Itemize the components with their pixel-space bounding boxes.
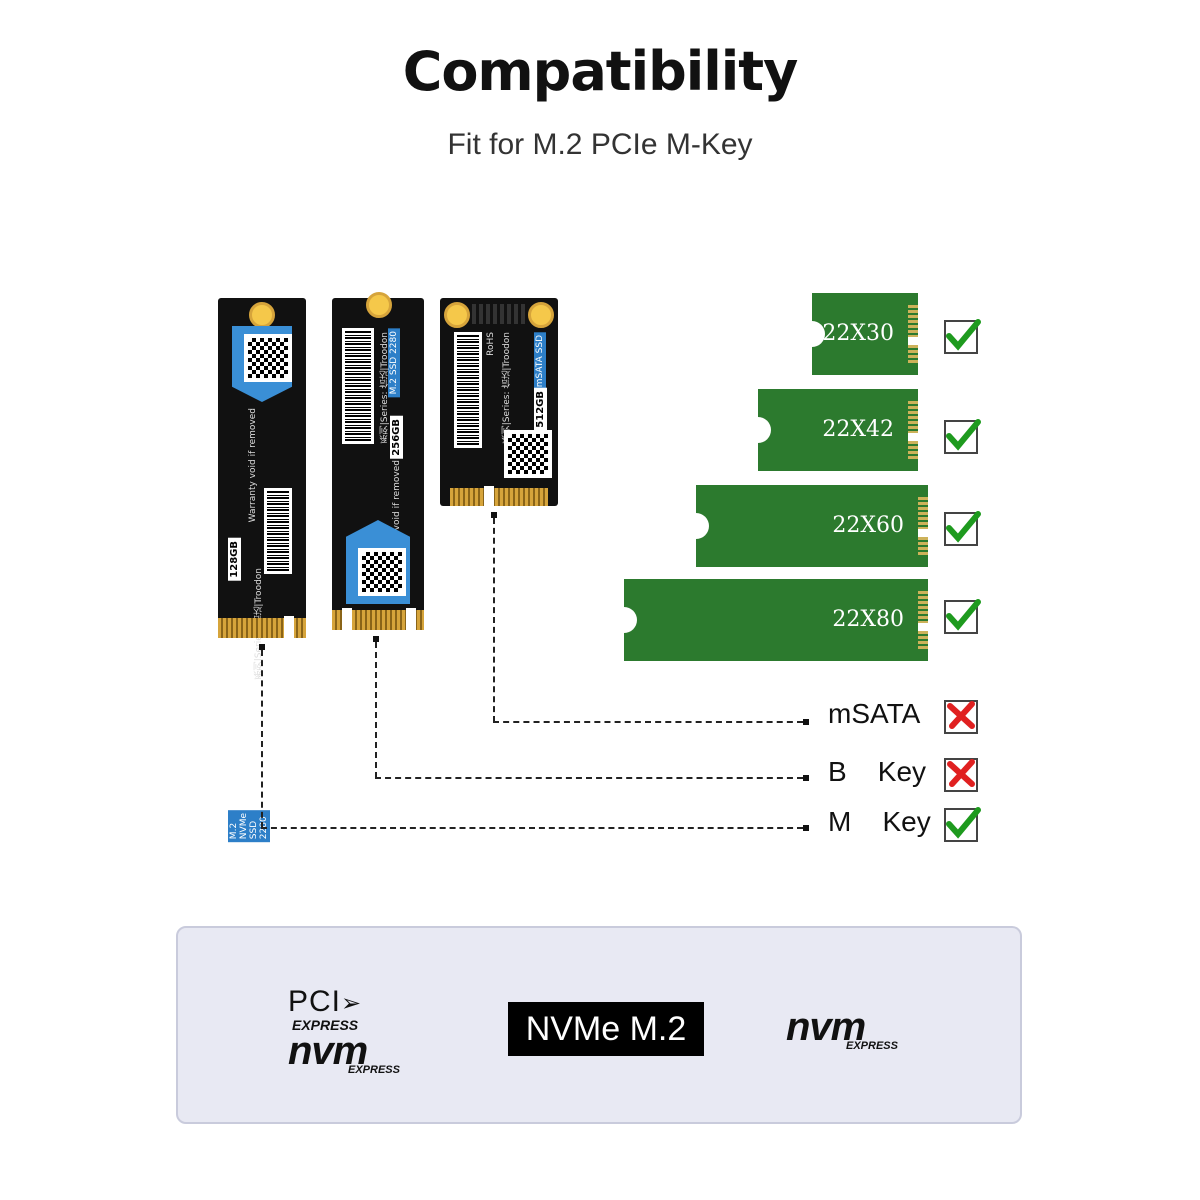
connector-line	[375, 777, 803, 779]
connector-dot	[803, 719, 809, 725]
logo-pci-text: PCI➢	[288, 985, 438, 1018]
connector-line	[493, 518, 495, 722]
connector-dot	[803, 825, 809, 831]
mounting-hole	[249, 302, 275, 328]
interface-label-msata: mSATA	[828, 698, 921, 729]
capacity-label: 256GB	[390, 416, 403, 459]
nvm-text: nvm	[786, 1005, 866, 1049]
board-22x80: 22X80	[611, 579, 928, 661]
ssd-m2-nvme-2280: Warranty void if removed 128GB M.2 NVMe …	[218, 298, 306, 843]
board-22x60: 22X60	[683, 485, 928, 567]
gold-fingers	[450, 488, 548, 506]
check-icon	[944, 599, 981, 634]
m-key-notch	[406, 608, 416, 630]
gold-fingers	[908, 401, 918, 459]
gold-fingers	[918, 497, 928, 555]
barcode	[454, 332, 482, 448]
ssd-msata: mSATA SSD 512GB 系列|Series: 信达|Troodon Ro…	[440, 298, 558, 506]
screw-notch	[683, 513, 709, 539]
pci-text: PCI	[288, 985, 342, 1018]
connector-line	[493, 721, 803, 723]
m-key-notch	[284, 616, 294, 638]
qr-code	[504, 430, 552, 478]
connector-dot	[259, 644, 265, 650]
pci-express-nvm-logo: PCI➢ EXPRESS nvm EXPRESS	[288, 985, 438, 1077]
capacity-label: 512GB	[534, 388, 547, 431]
key-gap	[918, 623, 928, 631]
series-text: 系列|Series: 信达|Troodon	[502, 332, 512, 444]
b-key-notch	[342, 608, 352, 630]
nvm-express-logo: nvm EXPRESS	[786, 1005, 936, 1052]
pcb-components	[472, 304, 526, 324]
barcode	[342, 328, 374, 444]
express-text: EXPRESS	[292, 1017, 359, 1033]
connector-dot	[373, 636, 379, 642]
cross-icon	[944, 758, 978, 792]
interface-label-m-key: M Key	[828, 806, 931, 837]
cross-icon	[944, 700, 978, 734]
size-label: 22X30	[822, 321, 894, 346]
chevron-right-icon: ➢	[341, 990, 361, 1017]
connector-line	[261, 650, 263, 828]
qr-code	[358, 548, 406, 596]
check-icon	[944, 807, 981, 842]
qr-code	[244, 334, 292, 382]
capacity-label: 128GB	[228, 538, 241, 581]
connector-line	[375, 642, 377, 778]
gold-fingers	[918, 591, 928, 649]
check-icon	[944, 511, 981, 546]
connector-dot	[491, 512, 497, 518]
page-title: Compatibility	[402, 40, 799, 103]
nvm-text: nvm	[288, 1029, 368, 1073]
ssd-m2-sata-2280: M.2 SSD 2280 256GB 系列|Series: 信达|Troodon…	[332, 292, 424, 630]
screw-notch	[799, 321, 825, 347]
express-small-text: EXPRESS	[846, 1040, 898, 1052]
screw-notch	[611, 607, 637, 633]
mounting-hole	[528, 302, 554, 328]
msata-notch	[484, 486, 494, 506]
mounting-hole	[366, 292, 392, 318]
express-small-text: EXPRESS	[348, 1064, 400, 1076]
board-22x42: 22X42	[745, 389, 918, 471]
key-gap	[908, 433, 918, 441]
check-icon	[944, 319, 981, 354]
check-icon	[944, 419, 981, 454]
nvme-m2-logo: NVMe M.2	[508, 1002, 704, 1056]
connector-dot	[803, 775, 809, 781]
warranty-text: Warranty void if removed	[248, 408, 258, 523]
key-gap	[918, 529, 928, 537]
barcode	[264, 488, 292, 574]
size-label: 22X80	[832, 607, 904, 632]
interface-label-b-key: B Key	[828, 756, 927, 787]
size-label: 22X60	[832, 513, 904, 538]
logo-panel: PCI➢ EXPRESS nvm EXPRESS NVMe M.2 nvm EX…	[176, 926, 1022, 1124]
rohs-text: RoHS	[486, 332, 496, 356]
screw-notch	[745, 417, 771, 443]
gold-fingers	[332, 610, 424, 630]
mounting-hole	[444, 302, 470, 328]
model-label: mSATA SSD	[534, 332, 546, 391]
page-subtitle: Fit for M.2 PCIe M-Key	[447, 128, 753, 161]
series-text: 系列|Series: 信达|Troodon	[380, 332, 390, 444]
connector-line	[261, 827, 803, 829]
size-label: 22X42	[822, 417, 894, 442]
gold-fingers	[908, 305, 918, 363]
board-22x30: 22X30	[799, 293, 918, 375]
key-gap	[908, 337, 918, 345]
